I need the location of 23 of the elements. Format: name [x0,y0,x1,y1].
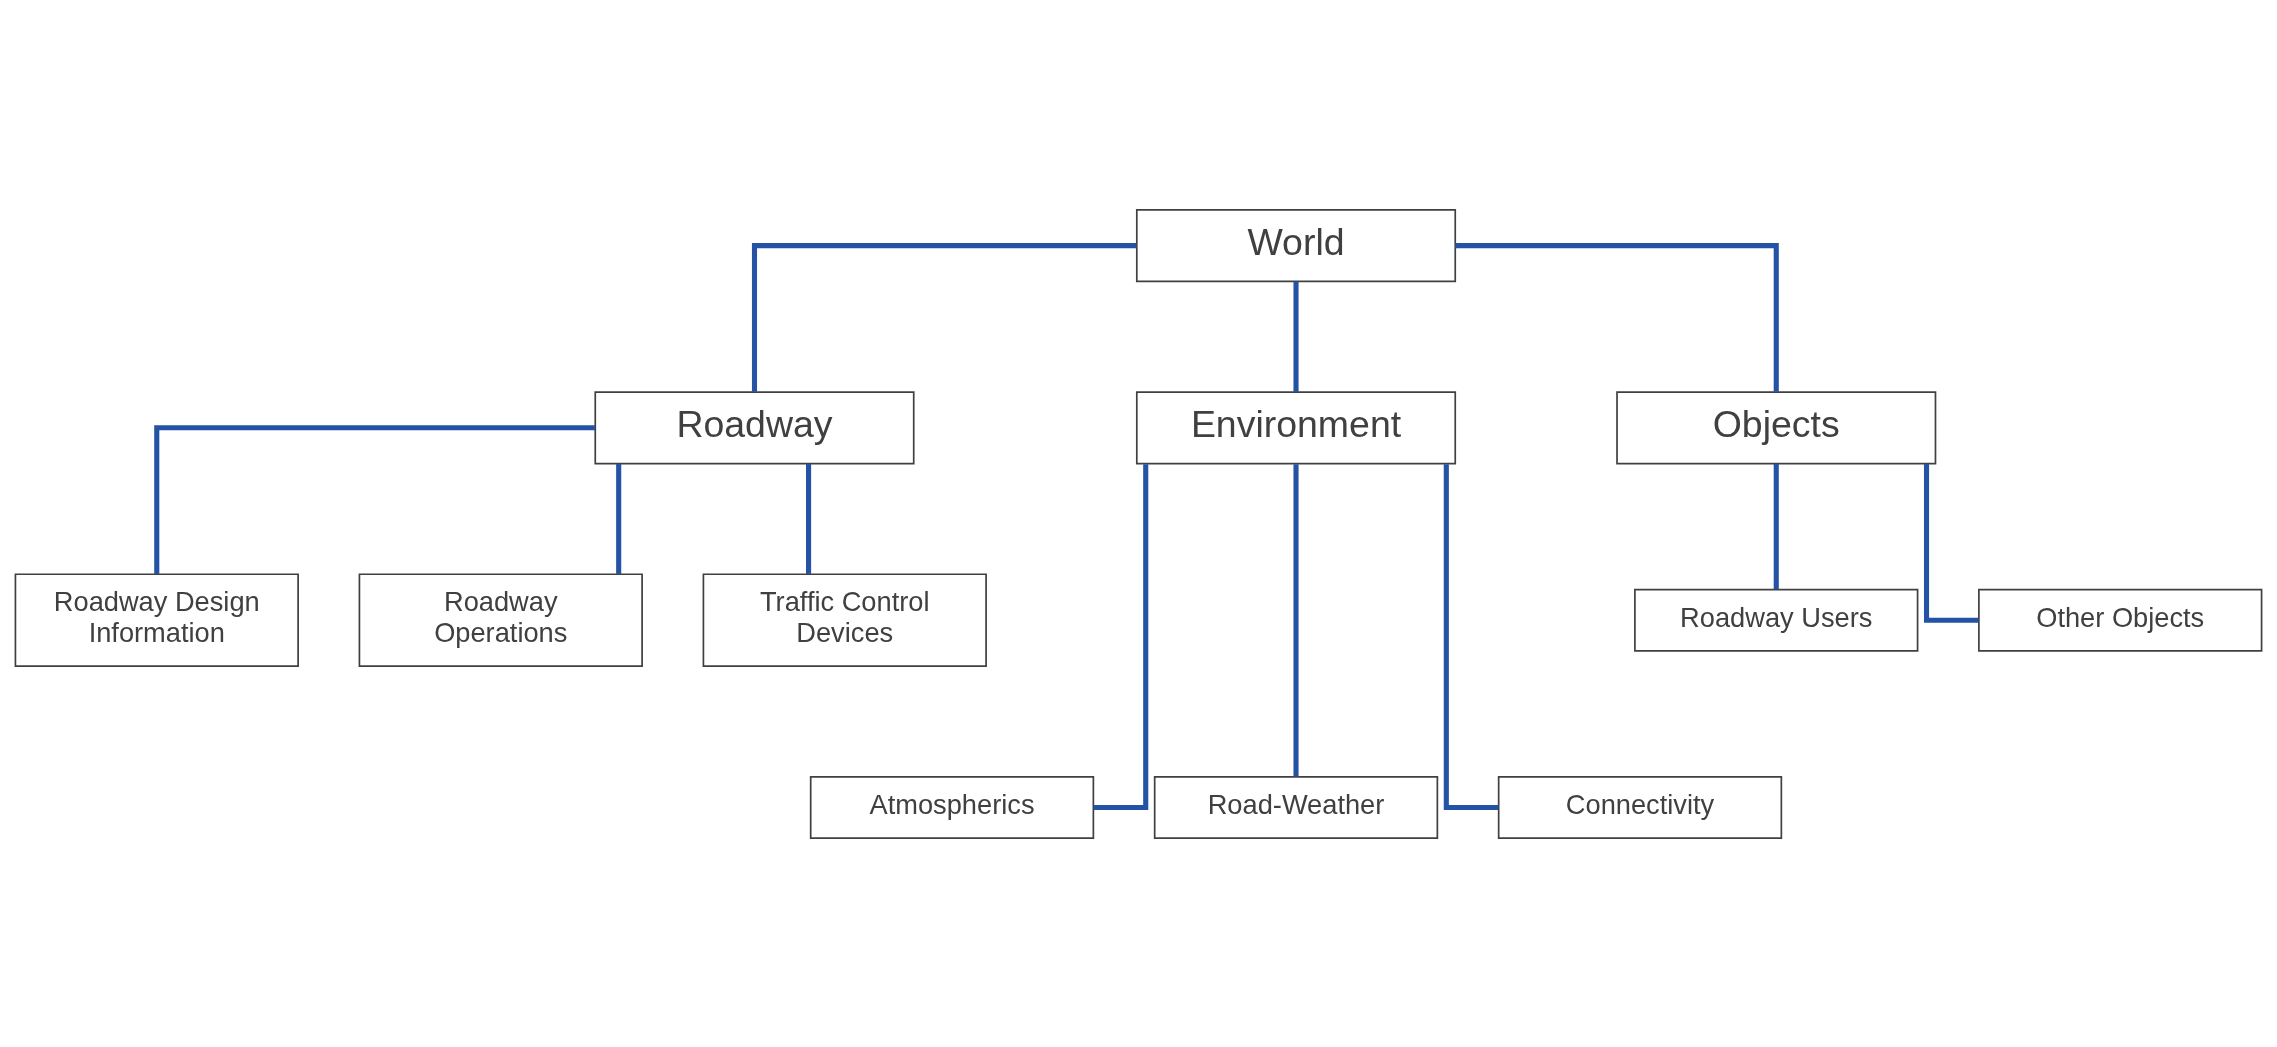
node-box: Roadway [594,390,915,464]
connector [154,424,596,574]
connector [1923,463,1979,623]
node-box: Roadway Users [1634,588,1919,652]
connector [1093,463,1149,810]
node-box: Atmospherics [809,775,1095,839]
connector [751,242,1137,392]
node-box: Roadway Operations [358,572,643,667]
node-box: Road-Weather [1153,775,1439,839]
node-box: Other Objects [1978,588,2263,652]
connector [1293,463,1299,777]
node-box: Traffic Control Devices [702,572,987,667]
node-box: Environment [1135,390,1457,464]
connector [1443,463,1499,810]
node-box: Connectivity [1497,775,1783,839]
node-box: World [1135,208,1457,282]
connector [1455,242,1779,392]
connector [806,463,812,574]
connector [1773,463,1779,589]
node-box: Roadway Design Information [14,572,299,667]
node-box: Objects [1616,390,1937,464]
connector [616,463,622,574]
connector [1293,281,1299,392]
